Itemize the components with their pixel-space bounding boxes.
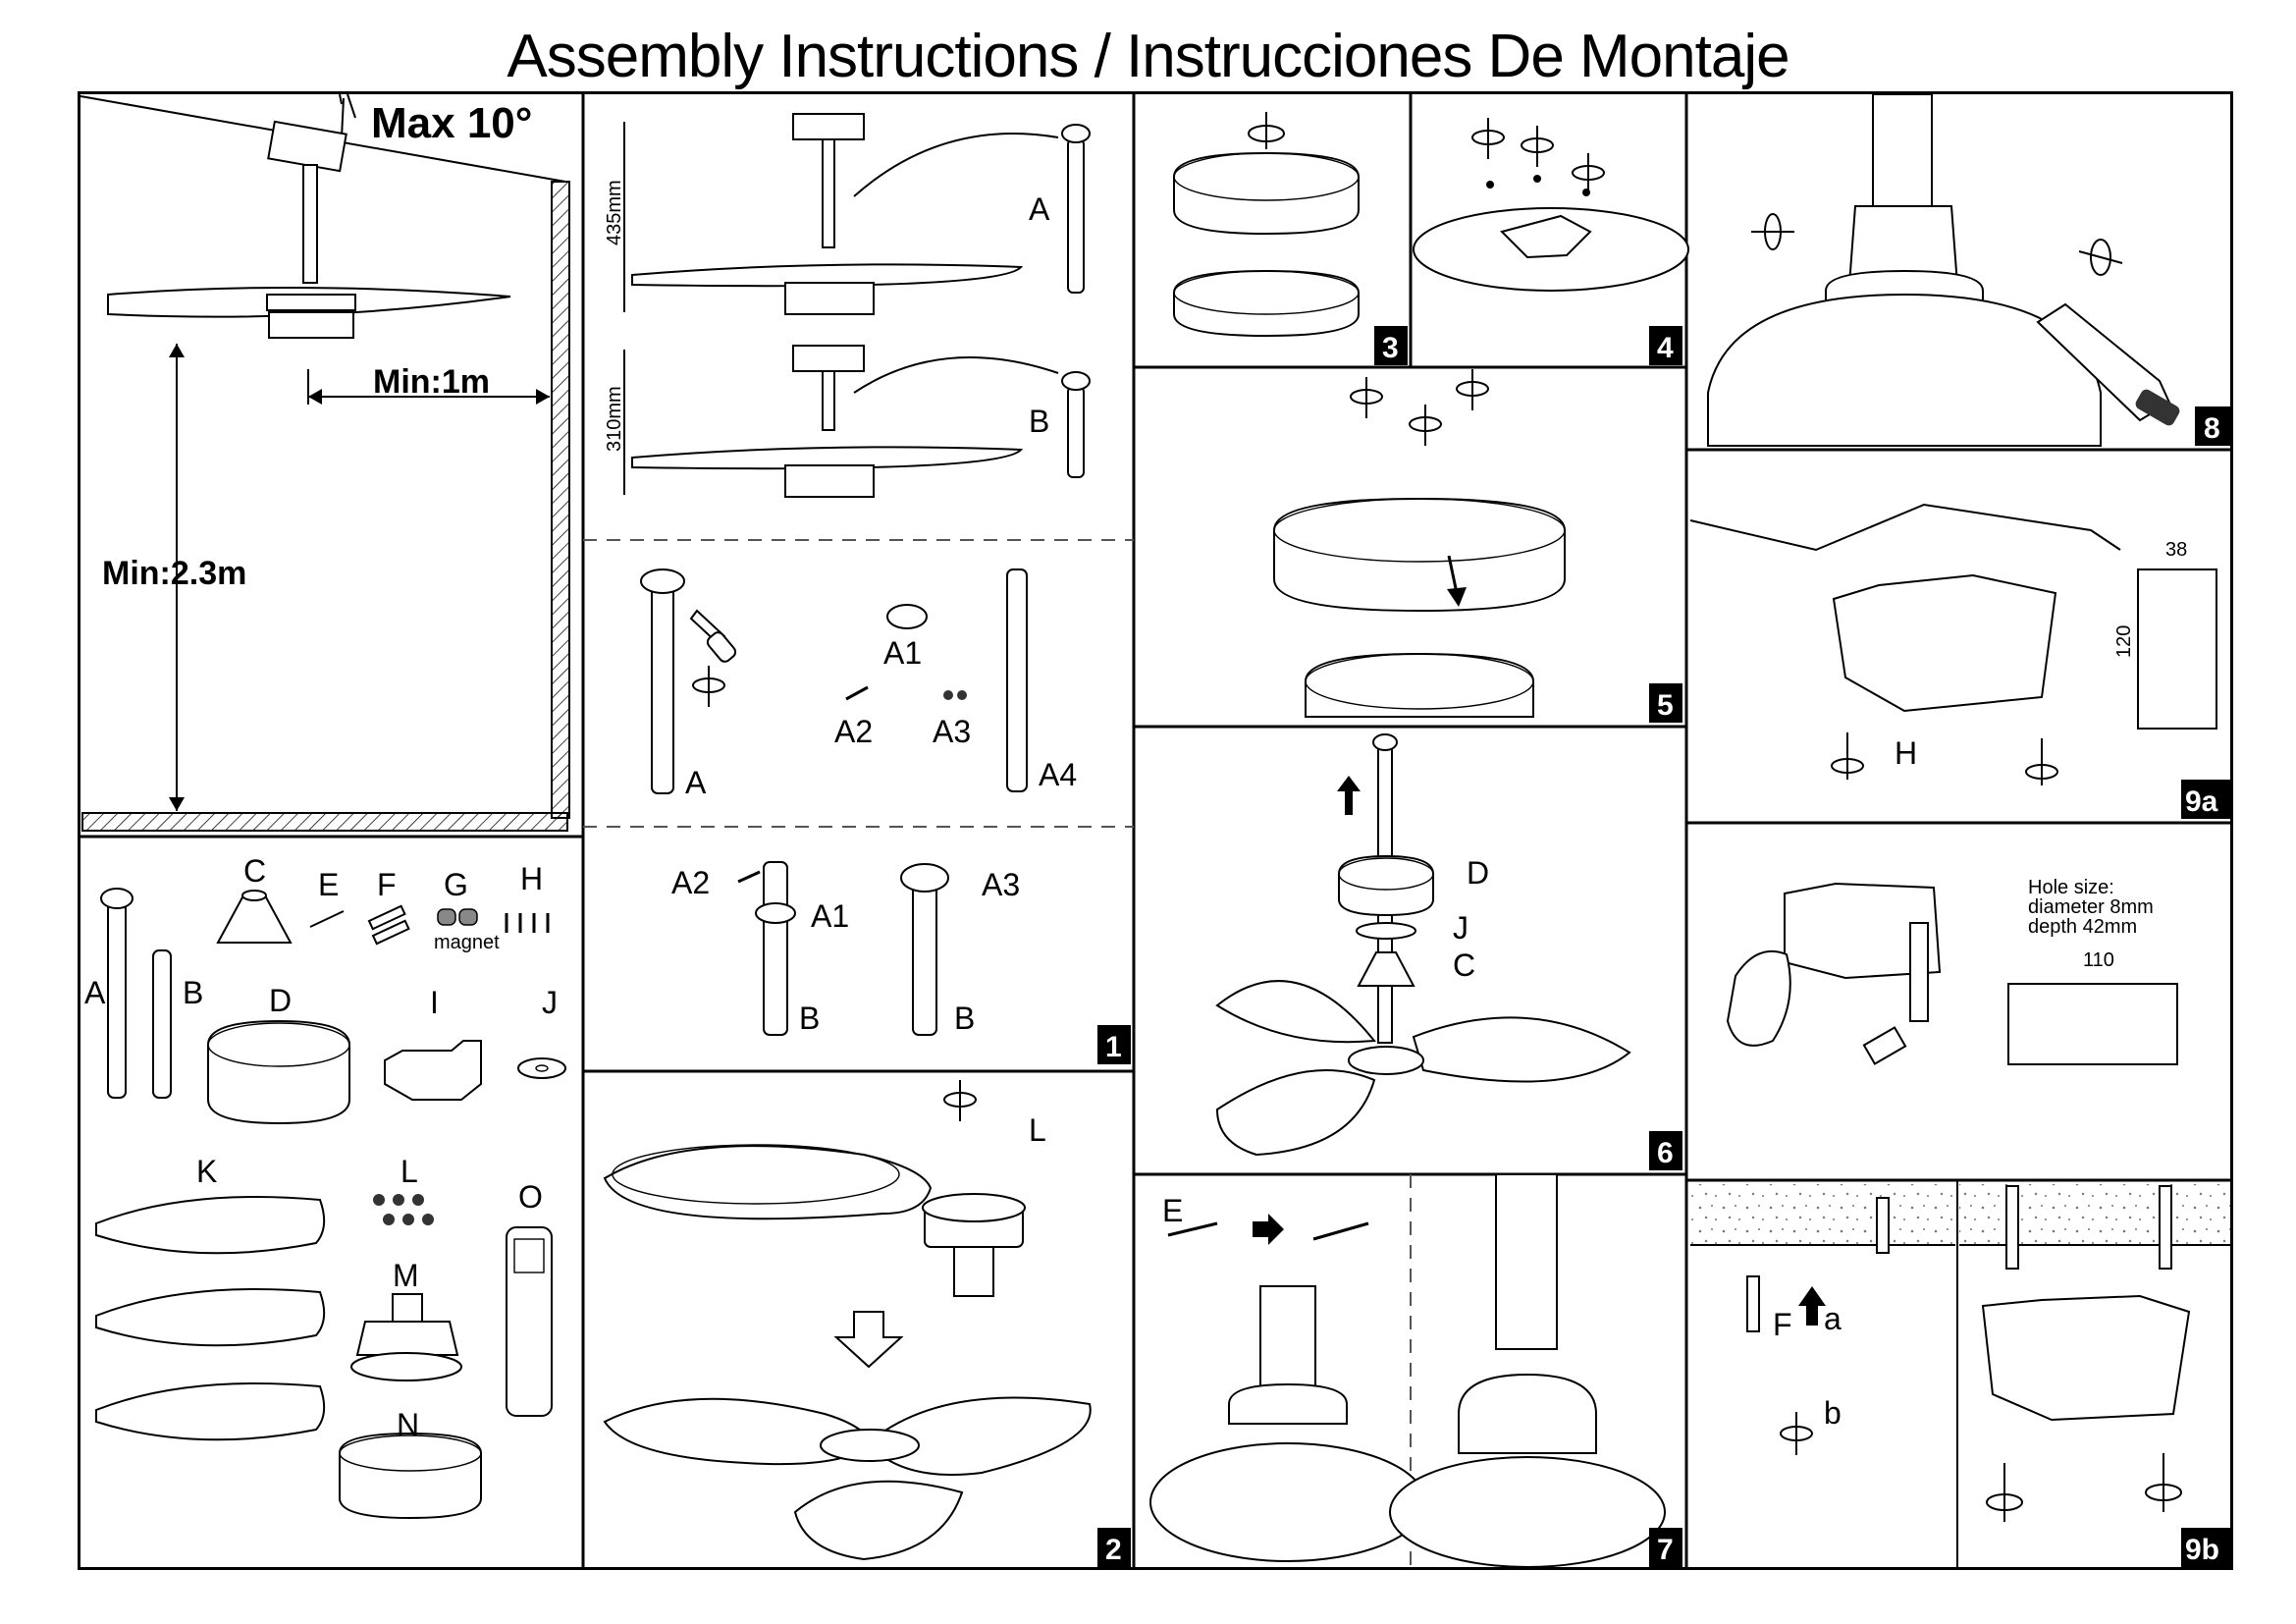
part-b-label: B (183, 975, 203, 1010)
rotate-icon (1986, 1463, 2023, 1522)
rotate-icon (1456, 369, 1489, 410)
part-g-label: G (444, 867, 468, 902)
part-m-label: M (393, 1258, 419, 1293)
rotate-icon (1831, 732, 1864, 780)
step9b-a-label: a (1824, 1301, 1842, 1336)
parts-list-panel: A B C E F G magnet H D I J (84, 853, 566, 1520)
rotate-icon (1409, 405, 1442, 446)
screws-l (373, 1194, 434, 1225)
step2-l-label: L (1029, 1112, 1046, 1148)
step-3-badge: 3 (1382, 332, 1399, 364)
part-a-label: A (84, 975, 106, 1010)
max-angle-label: Max 10° (371, 99, 532, 147)
rotate-icon (692, 666, 725, 707)
step9b-f-label: F (1773, 1307, 1792, 1342)
step-9a-panel: H 38 120 Hole size: diameter 8mm depth 4… (1689, 503, 2217, 1065)
rotation-arrow-icons (692, 112, 2182, 1522)
step-2-badge: 2 (1105, 1534, 1122, 1566)
bracket-width-dim: 38 (2165, 539, 2187, 561)
page-title: Assembly Instructions / Instrucciones De… (507, 23, 1789, 90)
step1-a2-label: A2 (834, 714, 873, 749)
panel-grid (78, 91, 2233, 1570)
min-wall-distance-label: Min:1m (373, 363, 490, 401)
step-5-badge: 5 (1657, 689, 1674, 722)
step-8-panel (1707, 93, 2180, 447)
step-badges: 1 2 3 4 5 6 7 8 9a 9b (1097, 326, 2230, 1567)
step-7-badge: 7 (1657, 1534, 1674, 1566)
downrod-b-label: B (1029, 404, 1049, 439)
part-o-label: O (518, 1179, 543, 1215)
bracket-110-dim: 110 (2083, 949, 2114, 971)
step-8-badge: 8 (2204, 412, 2220, 445)
step-6-badge: 6 (1657, 1137, 1674, 1169)
blades-k (95, 1196, 326, 1441)
hole-size-label: Hole size: (2028, 877, 2114, 898)
step-1-panel: 435mm A 310mm B A A1 A2 A3 A4 A2 A1 B (604, 113, 1091, 1036)
step1-b-right-label: B (954, 1001, 975, 1036)
downrod-long-dim: 435mm (604, 180, 625, 245)
step-9b-badge: 9b (2185, 1534, 2219, 1566)
step9b-b-label: b (1824, 1395, 1842, 1431)
step1-a3-label: A3 (933, 714, 971, 749)
step9a-h-label: H (1895, 735, 1917, 771)
step1-a-label: A (685, 765, 707, 800)
step1-a3-bottom-label: A3 (982, 867, 1020, 902)
part-f-label: F (377, 867, 397, 902)
rotate-icon (1248, 112, 1285, 149)
part-i-label: I (430, 985, 439, 1020)
part-n-label: N (397, 1407, 419, 1442)
hole-diameter-label: diameter 8mm (2028, 896, 2154, 918)
step-3-panel (1173, 151, 1360, 338)
step-7-panel: E (1149, 1173, 1666, 1568)
part-j-label: J (542, 985, 558, 1020)
step-5-panel (1273, 497, 1566, 718)
magnet-label: magnet (434, 932, 500, 953)
rotate-icon (2078, 239, 2123, 276)
step-9b-panel: F a b (1690, 1184, 2230, 1431)
step1-a1-bottom-label: A1 (811, 898, 849, 934)
downrod-short-dim: 310mm (604, 386, 625, 452)
rotate-icon (2025, 738, 2058, 785)
step1-a4-label: A4 (1039, 757, 1077, 792)
instruction-frame (78, 91, 2233, 1570)
step1-a2-bottom-label: A2 (671, 865, 710, 900)
rotate-icon (1350, 377, 1383, 418)
part-e-label: E (318, 867, 339, 902)
bracket-height-dim: 120 (2113, 625, 2135, 658)
step-4-badge: 4 (1657, 332, 1674, 364)
step1-b-left-label: B (799, 1001, 820, 1036)
step6-j-label: J (1453, 910, 1468, 946)
step6-c-label: C (1453, 947, 1475, 983)
step-2-panel: L (603, 1112, 1092, 1561)
downrod-a-label: A (1029, 191, 1050, 227)
hole-depth-label: depth 42mm (2028, 916, 2137, 938)
part-d-label: D (269, 983, 292, 1018)
installation-clearance-panel: Max 10° Min:1m Min:2.3m (80, 93, 570, 832)
rotate-icon (2145, 1453, 2182, 1512)
screws-h (505, 913, 550, 933)
step7-e-label: E (1162, 1193, 1183, 1228)
step6-d-label: D (1467, 855, 1489, 891)
part-c-label: C (243, 853, 266, 889)
step-6-panel: D J C (1215, 733, 1631, 1157)
rotate-icon (1521, 126, 1554, 167)
part-l-label: L (400, 1154, 418, 1189)
step-1-badge: 1 (1105, 1031, 1122, 1063)
step1-a1-label: A1 (883, 635, 922, 671)
rotate-icon (1471, 118, 1505, 159)
min-height-label: Min:2.3m (102, 555, 246, 592)
rotate-icon (1572, 153, 1605, 194)
rotate-icon (1751, 213, 1794, 250)
rotate-icon (943, 1080, 977, 1121)
rotate-icon (1780, 1412, 1813, 1455)
part-h-label: H (520, 861, 543, 896)
step-4-panel (1413, 175, 1689, 292)
part-k-label: K (196, 1154, 217, 1189)
step-9a-badge: 9a (2185, 785, 2218, 818)
